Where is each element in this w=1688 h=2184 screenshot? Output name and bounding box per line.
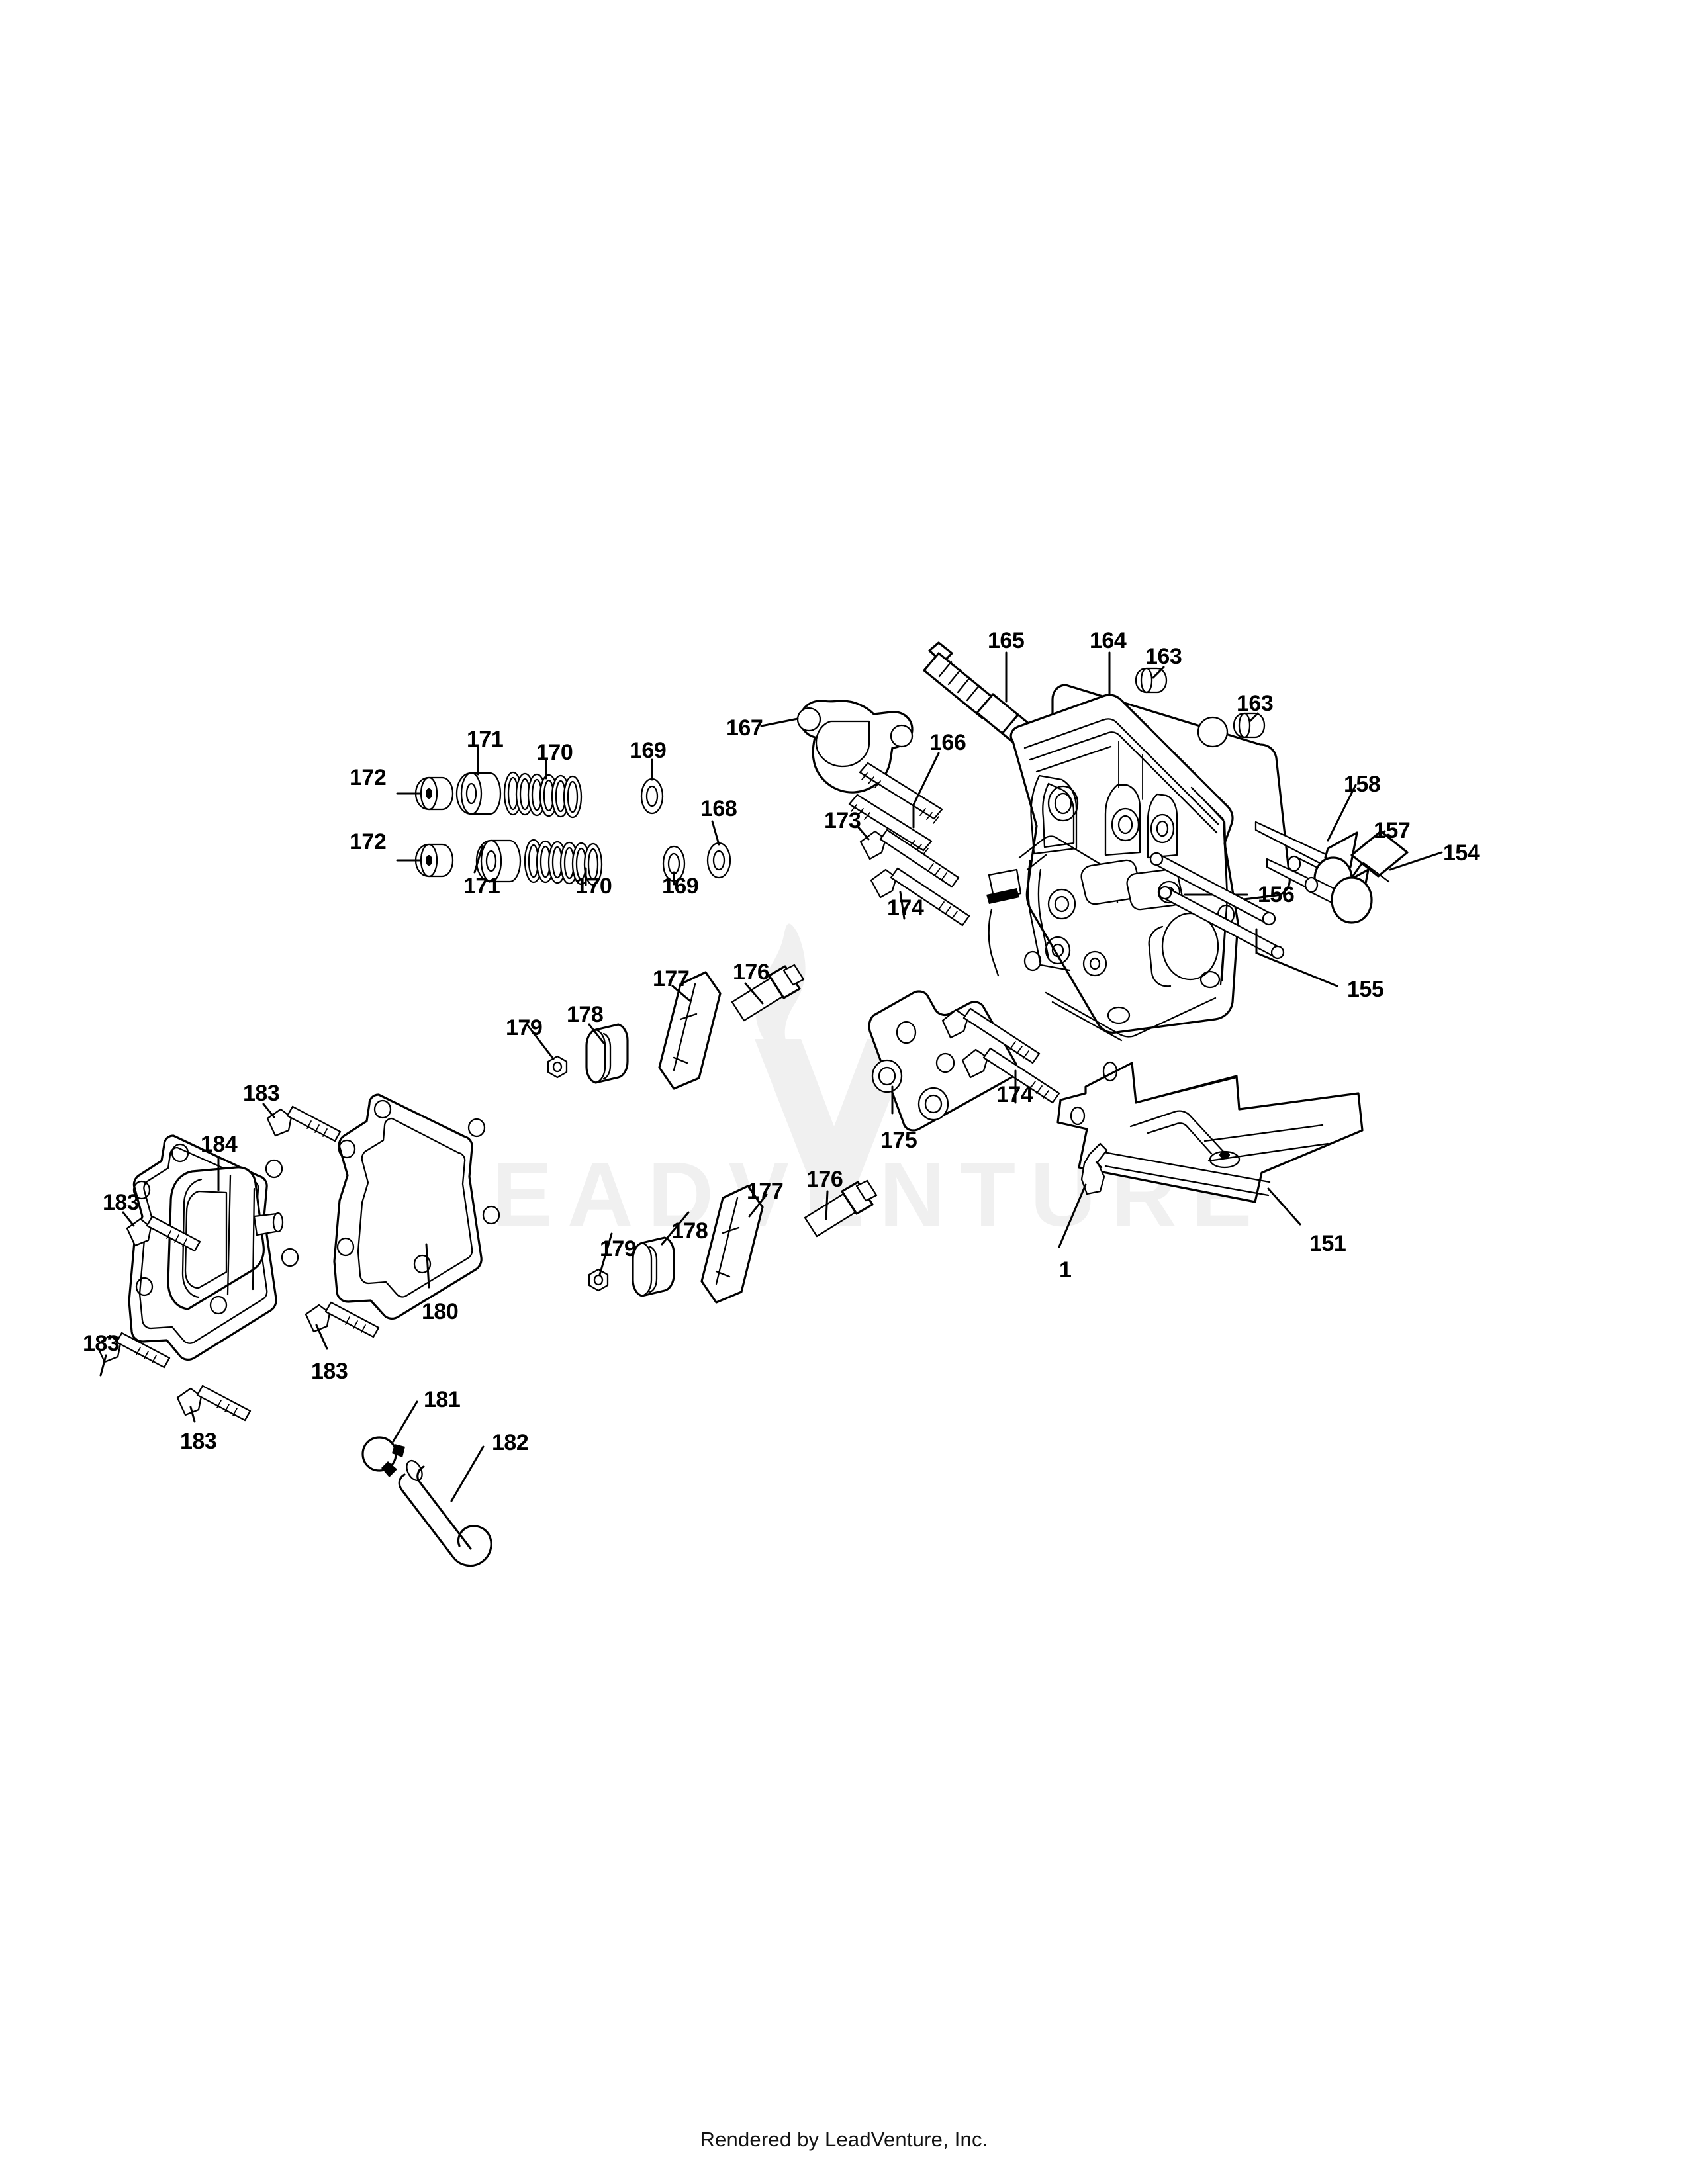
lock-nut-upper (547, 1055, 568, 1079)
callout-170-a: 170 (536, 740, 573, 765)
callout-171-a: 171 (467, 727, 504, 752)
callout-167: 167 (726, 715, 763, 741)
valve-spring-upper (503, 771, 583, 819)
breather-hose (398, 1459, 492, 1567)
flange-bolt-183-left (126, 1215, 201, 1252)
callout-181: 181 (424, 1387, 461, 1412)
callout-1: 1 (1059, 1257, 1072, 1283)
valve-spring-retainer-lower (475, 839, 522, 883)
valve-spring-group-upper (396, 747, 664, 819)
callout-155: 155 (1347, 977, 1384, 1002)
callout-180: 180 (422, 1299, 459, 1324)
callout-169-a: 169 (630, 738, 667, 763)
callout-178-a: 178 (567, 1002, 604, 1027)
callout-183-b: 183 (103, 1190, 140, 1215)
callout-184: 184 (201, 1132, 238, 1157)
flange-bolt-183-bottom-right (305, 1301, 380, 1338)
callout-176-b: 176 (806, 1167, 843, 1192)
callout-174-b: 174 (996, 1082, 1033, 1107)
rocker-arm-lower (700, 1185, 764, 1304)
hex-flange-bolt-175-lower (961, 1047, 1060, 1104)
callout-163-b: 163 (1237, 691, 1274, 716)
footer-attribution: Rendered by LeadVenture, Inc. (700, 2128, 988, 2151)
rocker-arm-upper (658, 971, 722, 1090)
rocker-pivot-bolt-lower (804, 1179, 878, 1238)
callout-156: 156 (1258, 882, 1295, 907)
callout-175: 175 (880, 1128, 917, 1153)
callout-179-a: 179 (506, 1015, 543, 1040)
callout-179-b: 179 (600, 1236, 637, 1261)
callout-172-a: 172 (350, 765, 387, 790)
lock-nut-lower (588, 1268, 609, 1292)
callout-176-a: 176 (733, 960, 770, 985)
callout-182: 182 (492, 1430, 529, 1455)
callout-169-b: 169 (662, 874, 699, 899)
intake-manifold-gasket (796, 700, 914, 794)
callout-151: 151 (1309, 1231, 1346, 1256)
valve-spring-group-lower (396, 820, 731, 886)
dowel-pin-upper (1135, 667, 1168, 694)
flange-bolt-183-bottom-center (176, 1385, 252, 1422)
callout-154: 154 (1443, 841, 1480, 866)
rocker-pivot-bolt-upper (731, 964, 805, 1022)
hex-flange-bolt-175-upper (941, 1007, 1041, 1064)
rocker-pivot-upper (585, 1023, 629, 1084)
callout-166: 166 (929, 730, 966, 755)
callout-170-b: 170 (575, 874, 612, 899)
callout-183-c: 183 (83, 1331, 120, 1356)
valve-spring-retainer-upper (455, 772, 502, 815)
flange-bolt-group-173-174 (856, 825, 970, 927)
valve-spring-lower (524, 839, 603, 886)
valve-keeper-upper (414, 776, 454, 811)
callout-171-b: 171 (463, 874, 500, 899)
callout-163-a: 163 (1145, 644, 1182, 669)
callout-165: 165 (988, 628, 1025, 653)
callout-173: 173 (824, 808, 861, 833)
stud-bolt (859, 762, 943, 824)
callout-174-a: 174 (887, 895, 924, 921)
hose-clamp (361, 1436, 405, 1477)
callout-177-a: 177 (653, 966, 690, 991)
callout-168: 168 (700, 796, 737, 821)
valve-stem-seal (706, 842, 731, 879)
callout-172-b: 172 (350, 829, 387, 854)
callout-178-b: 178 (671, 1218, 708, 1244)
callout-177-b: 177 (747, 1179, 784, 1204)
valve-spring-seat-upper (640, 778, 664, 815)
callout-164: 164 (1090, 628, 1127, 653)
callout-183-d: 183 (311, 1359, 348, 1384)
rocker-pivot-lower (632, 1236, 675, 1297)
callout-157: 157 (1374, 818, 1411, 843)
callout-158: 158 (1344, 772, 1381, 797)
dowel-pin-lower (1233, 712, 1266, 739)
push-rod-group (1149, 852, 1285, 960)
valve-spring-seat-lower (662, 845, 686, 882)
hex-flange-bolt (870, 867, 970, 927)
heat-shield (1056, 1061, 1364, 1203)
flange-bolt-183-bottom-left (95, 1332, 171, 1369)
valve-cover (128, 1134, 299, 1361)
clip (1080, 1142, 1108, 1195)
callout-183-e: 183 (180, 1429, 217, 1454)
valve-cover-gasket (333, 1093, 500, 1320)
flange-bolt-183-top (266, 1105, 342, 1142)
callout-183-a: 183 (243, 1081, 280, 1106)
rocker-shaft-assembly (1287, 830, 1409, 924)
